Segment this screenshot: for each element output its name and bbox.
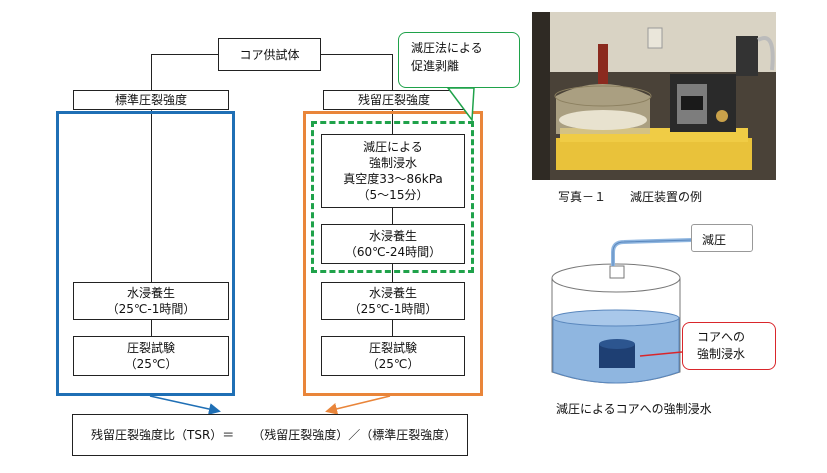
callout-line-1: 減圧法による <box>411 41 483 55</box>
decompression-line-3: 真空度33～86kPa <box>343 172 443 186</box>
accelerated-stripping-callout: 減圧法による 促進剥離 <box>398 32 520 88</box>
standard-group-frame <box>56 111 235 396</box>
right-split-test-condition: （25℃） <box>366 357 420 371</box>
residual-strength-label: 残留圧裂強度 <box>357 93 430 107</box>
right-split-test-title: 圧裂試験 <box>368 341 417 355</box>
connector-line <box>392 208 393 224</box>
connector-line <box>392 54 393 90</box>
left-split-test-condition: （25℃） <box>124 357 178 371</box>
connector-line <box>392 264 393 282</box>
left-split-test-title: 圧裂試験 <box>126 341 175 355</box>
right-split-test-box: 圧裂試験 （25℃） <box>321 336 465 376</box>
residual-group-frame <box>303 111 483 396</box>
bubble-pointer <box>639 351 683 357</box>
left-water-curing-title: 水浸養生 <box>126 286 175 300</box>
right-water-curing-title: 水浸養生 <box>368 286 417 300</box>
vacuum-label-box: 減圧 <box>691 224 753 252</box>
forced-immersion-bubble: コアへの 強制浸水 <box>682 322 776 370</box>
connector-line <box>151 320 152 336</box>
hot-water-curing-title: 水浸養生 <box>368 229 417 243</box>
callout-line-2: 促進剥離 <box>411 59 460 73</box>
left-water-curing-box: 水浸養生 （25℃-1時間） <box>73 282 229 320</box>
left-water-curing-condition: （25℃-1時間） <box>106 302 196 316</box>
bubble-line-2: 強制浸水 <box>697 347 746 361</box>
core-specimen-box: コア供試体 <box>218 38 321 71</box>
accelerated-stripping-frame <box>311 121 474 273</box>
bubble-line-1: コアへの <box>697 330 746 344</box>
connector-line <box>151 110 152 282</box>
decompression-line-4: （5～15分） <box>357 188 429 202</box>
illustration-caption: 減圧によるコアへの強制浸水 <box>556 402 712 416</box>
callout-pointer <box>446 87 475 123</box>
decompression-line-1: 減圧による <box>363 140 423 154</box>
right-water-curing-condition: （25℃-1時間） <box>348 302 438 316</box>
connector-line <box>320 54 392 55</box>
hot-water-curing-condition: （60℃-24時間） <box>344 245 442 259</box>
connector-line <box>151 54 152 90</box>
tsr-formula: 残留圧裂強度比（TSR）＝ （残留圧裂強度）／（標準圧裂強度） <box>91 428 457 442</box>
left-split-test-box: 圧裂試験 （25℃） <box>73 336 229 376</box>
standard-strength-label: 標準圧裂強度 <box>114 93 187 107</box>
connector-line <box>151 54 219 55</box>
blue-arrow <box>149 395 221 415</box>
core-specimen-label: コア供試体 <box>239 47 300 62</box>
residual-strength-header: 残留圧裂強度 <box>323 90 465 110</box>
right-water-curing-box: 水浸養生 （25℃-1時間） <box>321 282 465 320</box>
standard-strength-header: 標準圧裂強度 <box>73 90 229 110</box>
connector-line <box>392 320 393 336</box>
hot-water-curing-box: 水浸養生 （60℃-24時間） <box>321 224 465 264</box>
decompression-line-2: 強制浸水 <box>368 156 417 170</box>
decompression-box: 減圧による 強制浸水 真空度33～86kPa （5～15分） <box>321 134 465 208</box>
photo-caption: 写真－１ 減圧装置の例 <box>558 190 703 204</box>
orange-arrow <box>325 395 391 415</box>
vacuum-label: 減圧 <box>702 233 727 247</box>
tsr-formula-box: 残留圧裂強度比（TSR）＝ （残留圧裂強度）／（標準圧裂強度） <box>72 414 468 456</box>
